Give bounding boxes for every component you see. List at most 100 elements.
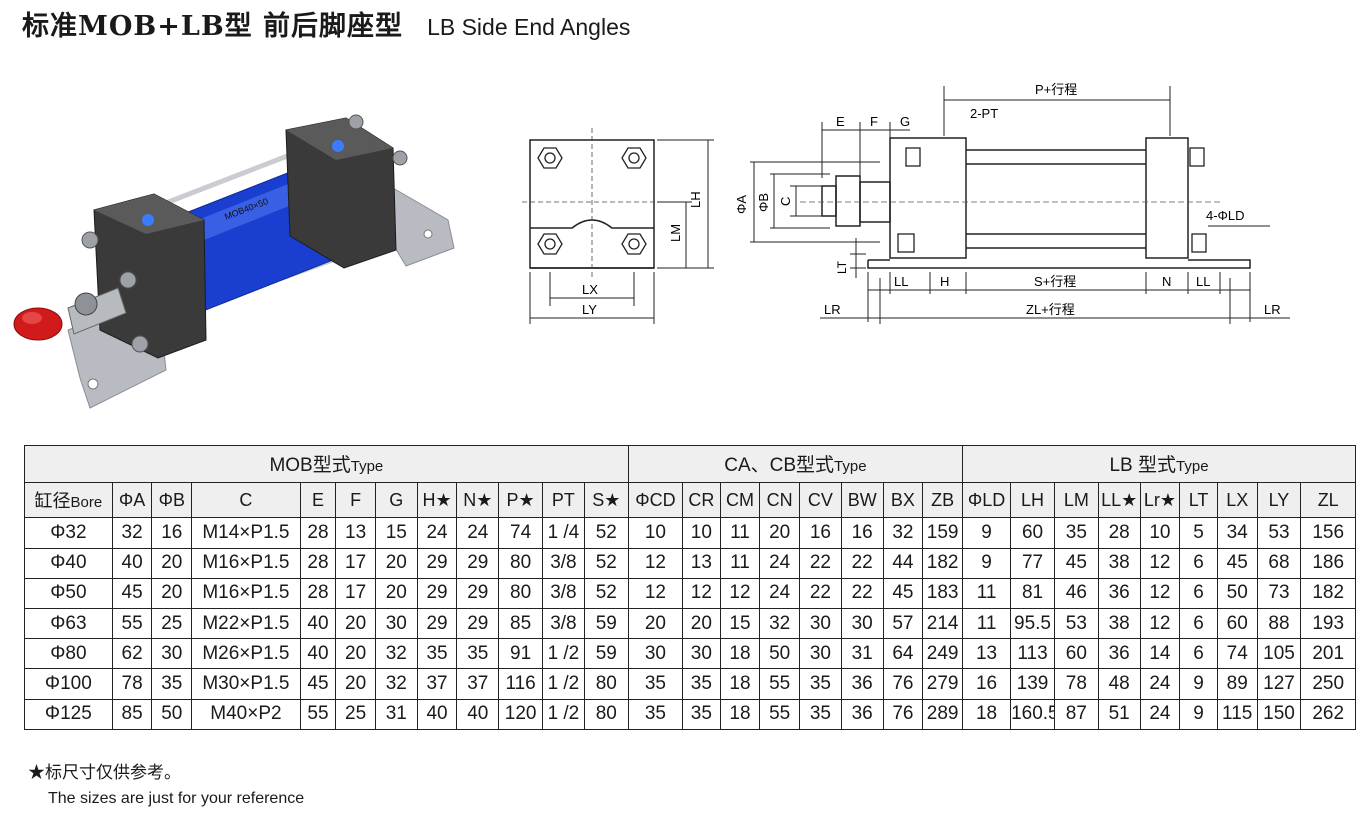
table-cell: 214 (922, 608, 964, 640)
table-cell: M26×P1.5 (191, 638, 301, 670)
table-cell: 30 (151, 638, 193, 670)
table-cell: 139 (1010, 668, 1055, 700)
header-cell: P★ (498, 481, 544, 519)
footnote-cn: ★标尺寸仅供参考。 (28, 763, 181, 782)
header-cell: CN (759, 481, 801, 519)
header-cell: C (191, 481, 301, 519)
table-cell: 55 (111, 608, 153, 640)
table-cell: 30 (627, 638, 684, 670)
table-cell: 40 (111, 547, 153, 579)
header-cell: BX (882, 481, 924, 519)
table-cell: 6 (1179, 577, 1218, 610)
table-cell: 18 (962, 698, 1012, 731)
table-cell: 22 (799, 547, 842, 579)
header-cell: BW (840, 481, 884, 519)
page-title: 标准MOB+LB型 前后脚座型 LB Side End Angles (22, 4, 630, 44)
table-cell: 12 (682, 577, 721, 610)
table-cell: 35 (799, 668, 842, 700)
table-cell: 57 (882, 608, 924, 640)
table-cell: 156 (1300, 517, 1356, 549)
table-cell: 55 (299, 698, 337, 731)
header-cell: PT (542, 481, 585, 519)
front-label-lh: LH (688, 191, 703, 208)
table-cell: 60 (1010, 517, 1055, 549)
table-cell: 116 (498, 668, 544, 700)
header-cell: H★ (416, 481, 458, 519)
table-cell: 30 (799, 638, 842, 670)
side-label-p-stroke: P+行程 (1035, 82, 1077, 97)
table-cell: 22 (840, 547, 884, 579)
table-cell: 289 (922, 698, 964, 731)
table-cell: 9 (1179, 698, 1218, 731)
table-cell: 1 /2 (542, 698, 585, 731)
side-label-n: N (1162, 274, 1171, 289)
table-cell: 1 /2 (542, 668, 585, 700)
side-label-lr-right: LR (1264, 302, 1281, 317)
table-cell: 80 (498, 547, 544, 579)
side-label-ll-left: LL (894, 274, 908, 289)
table-cell: 11 (962, 608, 1012, 640)
table-cell: 55 (759, 698, 801, 731)
table-cell: 40 (456, 698, 500, 731)
table-cell: 46 (1053, 577, 1099, 610)
bore-cell: Φ32 (24, 517, 113, 549)
table-cell: 22 (799, 577, 842, 610)
table-cell: 85 (111, 698, 153, 731)
table-cell: 35 (627, 698, 684, 731)
bore-cell: Φ63 (24, 608, 113, 640)
table-cell: 17 (335, 577, 376, 610)
table-cell: 22 (840, 577, 884, 610)
side-label-s-stroke: S+行程 (1034, 274, 1076, 289)
group-lb: LB 型式Type (962, 445, 1356, 483)
header-cell: CM (719, 481, 761, 519)
header-cell: ΦCD (627, 481, 684, 519)
table-cell: 31 (840, 638, 884, 670)
header-cell: ΦLD (962, 481, 1012, 519)
table-cell: 30 (682, 638, 721, 670)
table-cell: 59 (583, 608, 629, 640)
side-label-ll-right: LL (1196, 274, 1210, 289)
table-cell: 24 (759, 547, 801, 579)
table-cell: 6 (1179, 638, 1218, 670)
table-cell: 20 (335, 608, 376, 640)
table-cell: 30 (840, 608, 884, 640)
table-cell: 68 (1256, 547, 1302, 579)
header-cell: G (374, 481, 418, 519)
table-cell: 25 (335, 698, 376, 731)
bore-cell: Φ80 (24, 638, 113, 670)
table-cell: 38 (1097, 547, 1141, 579)
header-cell: E (299, 481, 337, 519)
header-cell: CV (799, 481, 842, 519)
table-cell: 32 (374, 668, 418, 700)
table-cell: 9 (962, 517, 1012, 549)
table-cell: 12 (627, 577, 684, 610)
table-cell: 11 (719, 517, 761, 549)
table-cell: 29 (456, 547, 500, 579)
header-cell: ΦB (151, 481, 193, 519)
table-cell: 50 (759, 638, 801, 670)
side-label-h: H (940, 274, 949, 289)
table-cell: 10 (1139, 517, 1181, 549)
table-group-row: MOB型式Type CA、CB型式Type LB 型式Type (24, 445, 1356, 483)
table-cell: 36 (1097, 638, 1141, 670)
table-cell: 32 (374, 638, 418, 670)
table-cell: 16 (962, 668, 1012, 700)
table-cell: 32 (759, 608, 801, 640)
table-cell: 14 (1139, 638, 1181, 670)
table-cell: 182 (922, 547, 964, 579)
table-cell: 36 (1097, 577, 1141, 610)
table-cell: 44 (882, 547, 924, 579)
table-cell: 182 (1300, 577, 1356, 610)
table-cell: 48 (1097, 668, 1141, 700)
table-cell: 76 (882, 668, 924, 700)
table-cell: 18 (719, 668, 761, 700)
table-cell: 262 (1300, 698, 1356, 731)
table-cell: 12 (1139, 577, 1181, 610)
table-cell: 20 (335, 638, 376, 670)
table-cell: 20 (335, 668, 376, 700)
table-cell: 28 (299, 577, 337, 610)
table-cell: 89 (1216, 668, 1258, 700)
